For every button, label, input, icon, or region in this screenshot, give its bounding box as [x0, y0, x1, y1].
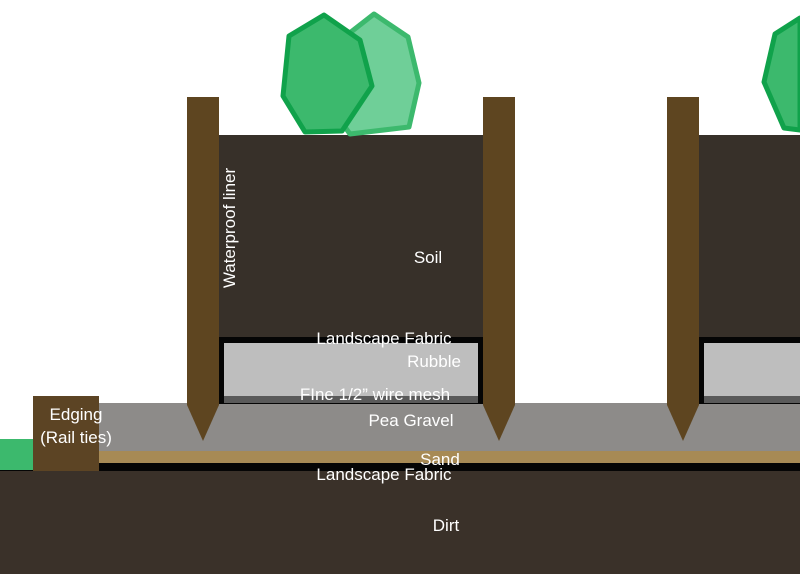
bed-2-wire-mesh [704, 396, 800, 403]
pea-gravel-label: Pea Gravel [368, 411, 453, 430]
grass-strip [0, 439, 34, 470]
landscape-fabric-ground-layer [0, 462, 800, 471]
edging-label-line-2: (Rail ties) [40, 428, 112, 447]
bed-2-left-post [667, 97, 699, 441]
bed-1-wire-mesh [224, 396, 478, 403]
bed-1-soil [213, 135, 490, 337]
rail-tie-edging [33, 396, 99, 471]
rubble-label: Rubble [407, 352, 461, 371]
sand-layer [99, 450, 800, 463]
bed-2-soil [693, 135, 800, 337]
wire-mesh-label: FIne 1/2” wire mesh [300, 385, 450, 404]
edging-label-line-1: Edging [50, 405, 103, 424]
tree-right-partial [761, 15, 800, 133]
bed-1-left-post [187, 97, 219, 441]
tree-dark [280, 12, 375, 135]
sand-label: Sand [420, 450, 460, 469]
landscape-fabric-ground-label: Landscape Fabric [316, 465, 452, 484]
bed-1-right-post [483, 97, 515, 441]
dirt-label: Dirt [433, 516, 460, 535]
raised-bed-1 [187, 97, 515, 441]
dirt-layer [0, 470, 800, 574]
bed-1-rubble [224, 343, 478, 397]
waterproof-liner-label: Waterproof liner [220, 168, 239, 289]
raised-bed-2 [667, 97, 800, 441]
bed-2-rubble [704, 343, 800, 397]
landscape-fabric-bed-label: Landscape Fabric [316, 329, 452, 348]
soil-label: Soil [414, 248, 442, 267]
